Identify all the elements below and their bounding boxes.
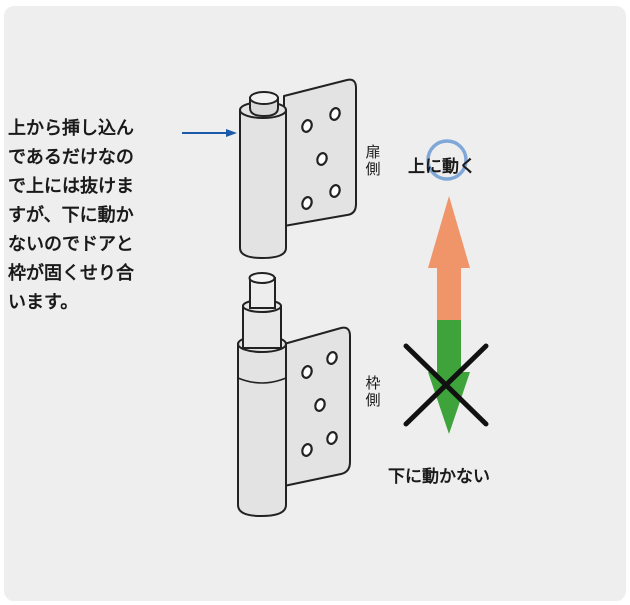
explanation-line: 枠が固くせり合	[8, 263, 134, 284]
down-arrow	[428, 320, 470, 434]
explanation-line: います。	[8, 292, 79, 313]
frame-hinge-holes	[301, 351, 338, 457]
pointer-arrow	[182, 129, 237, 137]
frame-hinge	[237, 272, 351, 518]
cross-mark	[403, 343, 489, 427]
frame-side-label: 枠 側	[365, 374, 381, 409]
explanation-line: 上から挿し込ん	[8, 118, 134, 139]
door-hinge-barrel	[239, 109, 287, 260]
door-hinge-leaf	[283, 78, 357, 227]
door-hinge	[239, 78, 357, 260]
highlight-circle	[426, 139, 468, 181]
door-hinge-cap	[249, 91, 279, 105]
explanation-line: ないのでドアと	[8, 234, 134, 255]
explanation-text: 上から挿し込ん であるだけなの で上には抜けま すが、下に動か ないのでドアと …	[8, 114, 178, 317]
door-hinge-holes	[301, 107, 341, 210]
up-arrow	[428, 196, 470, 324]
explanation-line: で上には抜けま	[8, 176, 134, 197]
moves-up-label: 上に動く	[408, 157, 476, 177]
explanation-line: すが、下に動か	[8, 205, 134, 226]
explanation-line: であるだけなの	[8, 147, 134, 168]
no-move-down-label: 下に動かない	[388, 467, 490, 487]
frame-hinge-barrel	[237, 343, 287, 518]
door-side-label: 扉 側	[365, 143, 381, 178]
